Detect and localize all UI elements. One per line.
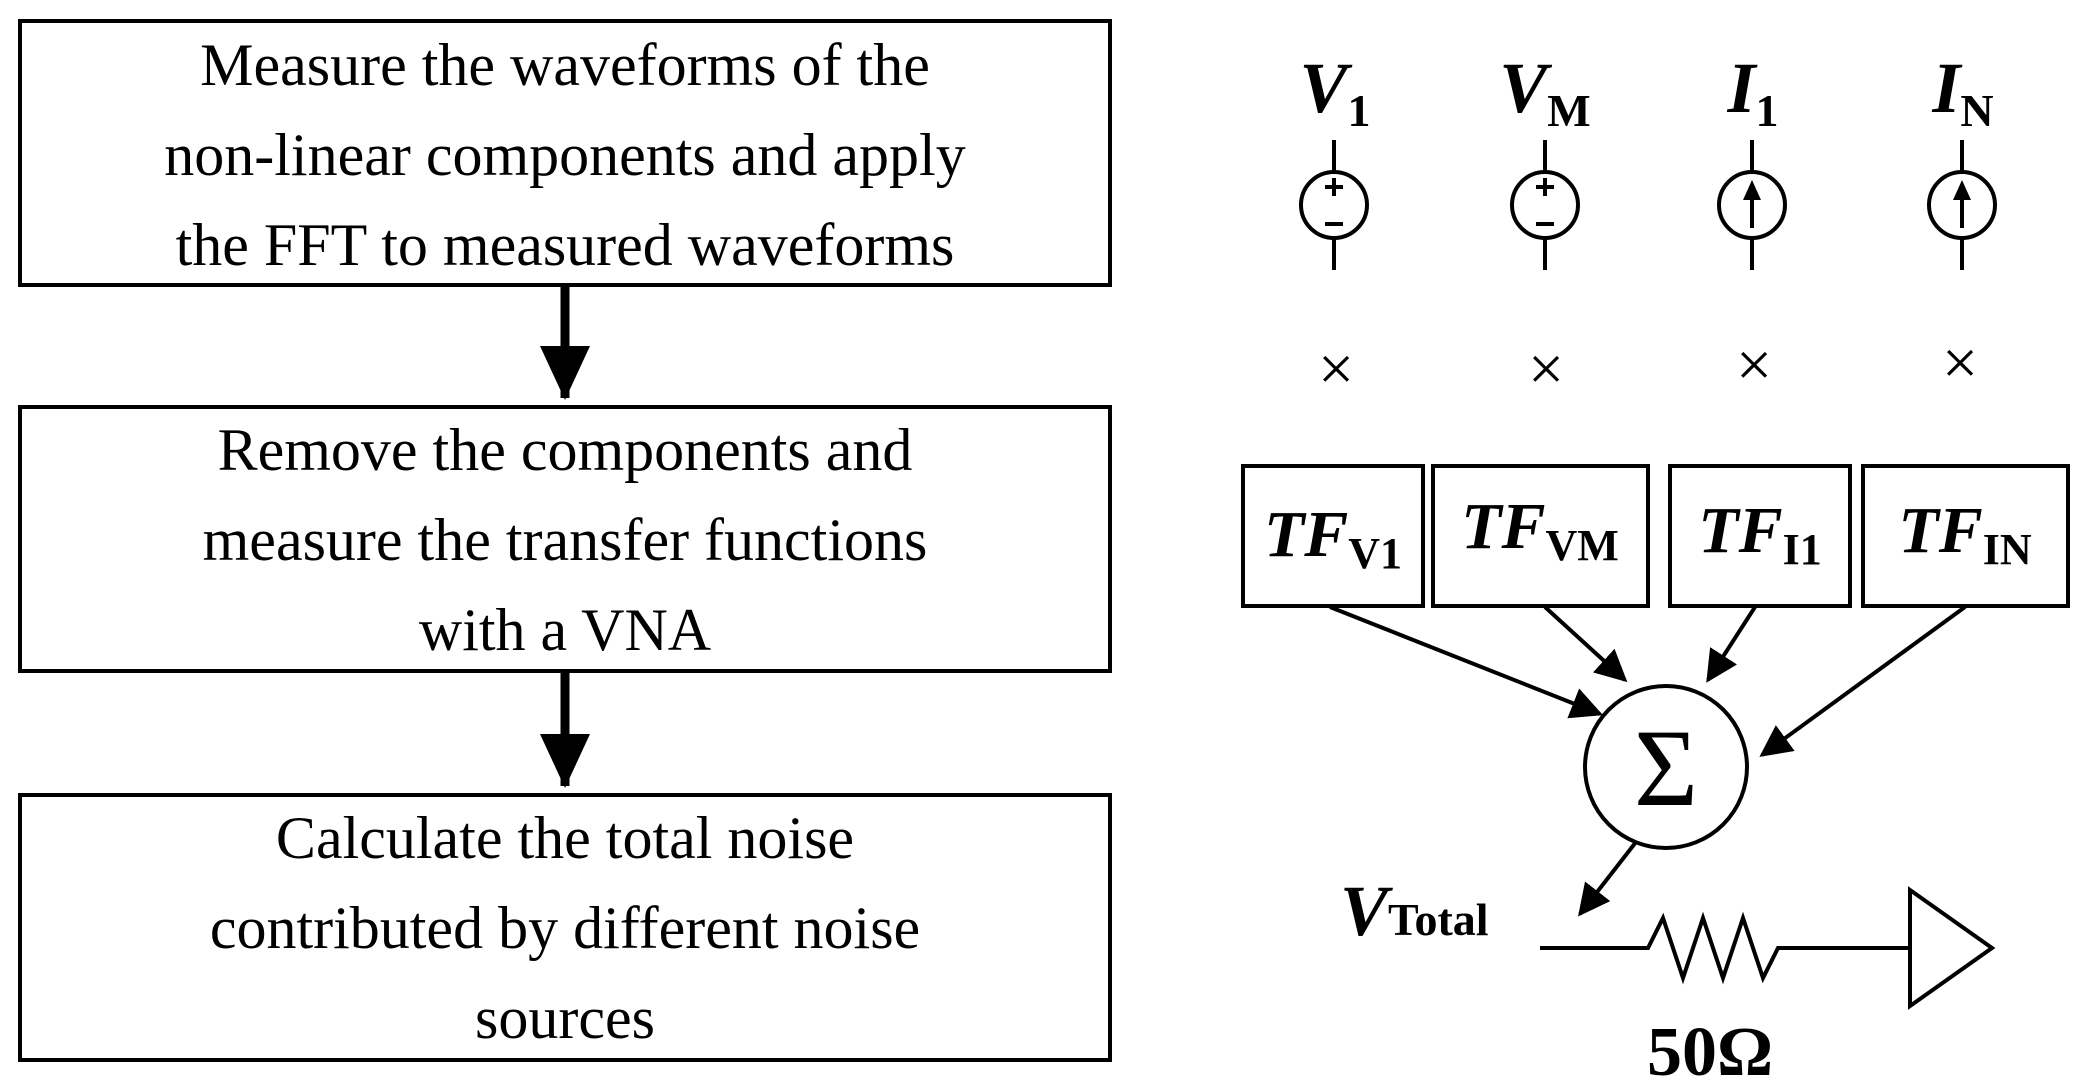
resistor-label: 50Ω [1647,1014,1773,1091]
flow-step-calculate-noise: Calculate the total noise contributed by… [18,793,1112,1062]
tf-label: TFV1 [1264,498,1402,578]
current-source-icon [1717,140,1787,270]
flow-step-measure-transfer-functions: Remove the components and measure the tr… [18,405,1112,673]
arrow [1543,605,1628,683]
flow-step-line: sources [475,985,655,1051]
source-labels: V1 VM I1 IN [1299,48,1993,136]
multiply-icon: × [1736,329,1772,400]
tf-box-i1: TFI1 [1668,464,1852,608]
source-label-v1: V1 [1299,48,1370,136]
voltage-source-icon [1510,140,1580,270]
flow-arrow-head [540,734,590,788]
tf-label: TFI1 [1698,494,1821,574]
arrow [1329,605,1603,719]
flow-arrow-head [540,346,590,400]
flow-step-line: Calculate the total noise [276,805,854,871]
flowchart: Measure the waveforms of the non-linear … [18,19,1112,1062]
flow-step-box [18,19,1112,287]
summer-circle [1583,684,1749,850]
summer-input-arrows [1329,605,1967,757]
source-label-i1: I1 [1726,48,1778,136]
resistor-wire [1540,911,1910,985]
output-triangle-icon [1908,886,1996,1010]
current-source-icon [1927,140,1997,270]
flow-step-line: the FFT to measured waveforms [176,212,955,278]
arrow [1706,605,1757,683]
flow-step-line: non-linear components and apply [164,122,965,188]
flow-step-line: with a VNA [419,597,711,663]
multiply-icon: × [1528,333,1564,404]
tf-box-v1: TFV1 [1241,464,1425,608]
flow-step-measure-waveforms: Measure the waveforms of the non-linear … [18,19,1112,287]
flow-step-line: contributed by different noise [210,895,920,961]
tf-box-vm: TFVM [1431,464,1650,608]
voltage-source-icon [1299,140,1369,270]
tf-box-in: TFIN [1861,464,2070,608]
output-arrow [1578,840,1638,917]
multiply-signs: × × × × [1318,327,1978,404]
summing-junction: Σ [1583,684,1749,850]
tf-label: TFVM [1461,490,1619,570]
flow-step-box [18,405,1112,673]
output-label: VTotal [1340,871,1489,951]
flow-step-box [18,793,1112,1062]
flow-step-line: measure the transfer functions [203,507,928,573]
arrow [1759,605,1967,757]
multiply-icon: × [1942,327,1978,398]
tf-label: TFIN [1898,494,2031,574]
multiply-icon: × [1318,333,1354,404]
sigma-icon: Σ [1634,707,1698,829]
flow-step-line: Remove the components and [218,417,913,483]
flow-step-line: Measure the waveforms of the [200,32,930,98]
source-label-vm: VM [1499,48,1590,136]
transfer-function-boxes: TFV1 TFVM TFI1 TFIN [1241,464,2070,608]
resistor-icon [1540,911,1910,985]
source-label-in: IN [1931,48,1993,136]
